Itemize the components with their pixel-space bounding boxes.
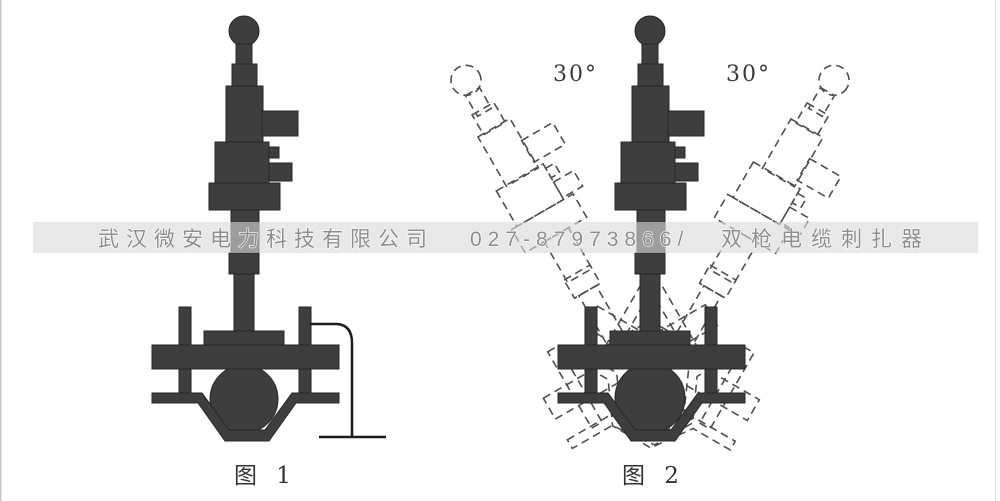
watermark-product-text: 双枪电缆刺扎器 — [721, 228, 931, 251]
figure1-group — [151, 15, 386, 442]
figure2-angle-left-label: 30° — [553, 62, 598, 87]
watermark-band-background — [33, 222, 978, 253]
watermark-phone-text: 027-87973866/ — [470, 228, 689, 251]
watermark-company-text: 武汉微安电力科技有限公司 — [98, 228, 434, 251]
figure2-caption: 图 2 — [622, 463, 685, 489]
figure1-ground-wire — [310, 322, 354, 436]
figure2-angle-right-label: 30° — [726, 62, 771, 87]
figure2-group: 30° 30° — [378, 15, 925, 484]
watermark-band: 武汉微安电力科技有限公司 027-87973866/ 双枪电缆刺扎器 — [33, 222, 978, 253]
figure1-caption: 图 1 — [234, 463, 297, 489]
